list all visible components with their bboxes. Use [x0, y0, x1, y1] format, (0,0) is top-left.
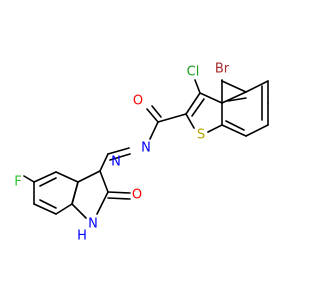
bond	[107, 191, 131, 194]
atom-o-carbonyl: O	[133, 94, 143, 109]
bond	[221, 124, 247, 137]
bond	[107, 147, 130, 155]
bond	[157, 113, 187, 123]
bond	[149, 121, 159, 140]
bond	[55, 171, 79, 183]
bond	[194, 79, 201, 94]
bond	[245, 80, 269, 93]
bond	[96, 191, 109, 215]
bond	[39, 177, 57, 187]
structure-canvas: Br Cl O S N N F O N H	[14, 62, 269, 244]
bond	[185, 113, 195, 129]
bond	[71, 203, 87, 219]
bond	[225, 120, 245, 131]
molecule-structure: Br Cl O S N N F O N H	[14, 62, 269, 244]
bond	[227, 97, 247, 102]
atom-cl: Cl	[187, 65, 200, 80]
atom-n2: N	[111, 155, 121, 170]
atom-h: H	[77, 229, 87, 244]
bond	[107, 197, 131, 200]
atom-n1: N	[141, 141, 151, 156]
atom-s: S	[197, 128, 205, 143]
bond	[245, 124, 269, 137]
bond	[33, 171, 57, 183]
bond	[99, 170, 109, 193]
bond	[39, 199, 57, 209]
bond	[77, 170, 101, 183]
bond	[207, 124, 223, 133]
bond	[185, 92, 201, 115]
bond	[146, 108, 159, 123]
bond	[221, 80, 247, 93]
atom-br: Br	[215, 62, 230, 77]
bond	[33, 203, 57, 215]
bond	[99, 153, 109, 172]
bond	[151, 105, 162, 118]
bond	[55, 203, 73, 215]
bond	[199, 92, 223, 104]
bond	[71, 181, 79, 205]
atom-f: F	[14, 175, 21, 190]
atom-nh: N	[88, 217, 98, 232]
atom-o-lactam: O	[132, 188, 142, 203]
bond	[109, 153, 131, 161]
bond	[221, 91, 247, 104]
bond	[191, 98, 205, 117]
bond	[23, 175, 35, 183]
